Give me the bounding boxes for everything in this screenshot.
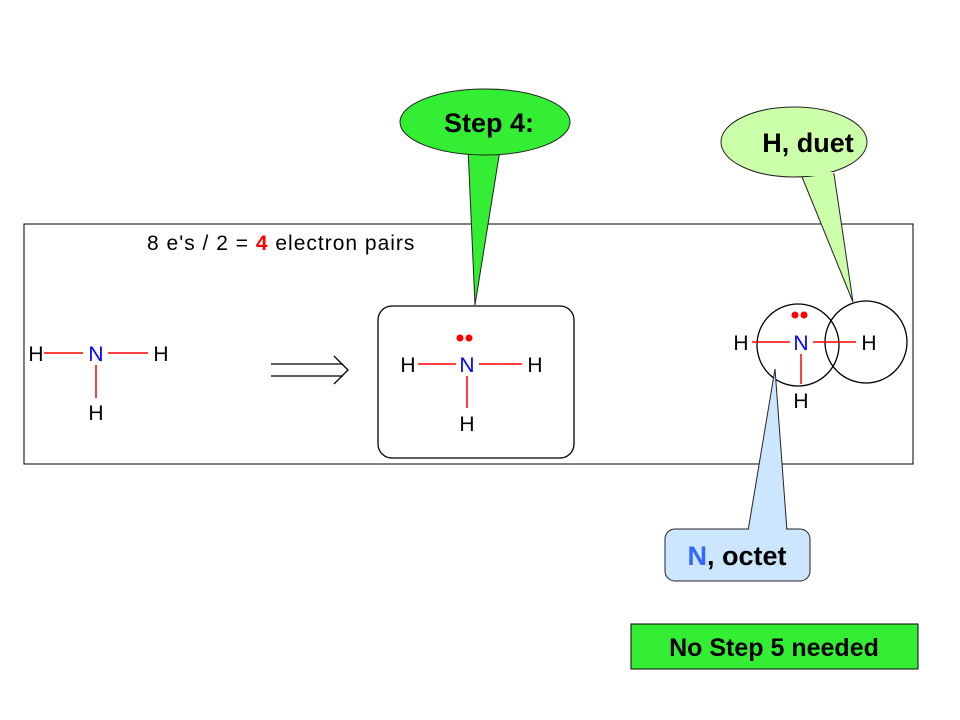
lone-pair-dot — [800, 311, 808, 319]
atom-h-bottom: H — [793, 390, 808, 413]
result-badge-label: No Step 5 needed — [669, 634, 879, 662]
atom-h-left: H — [28, 343, 43, 366]
duet-label: H, duet — [762, 128, 854, 158]
lone-pair-dot — [791, 311, 799, 319]
lone-pair-dot — [456, 334, 464, 342]
formula-part-2: electron pairs — [269, 232, 416, 255]
octet-label: N, octet — [687, 541, 786, 571]
molecule-left: H N H H — [28, 343, 168, 425]
implies-arrow — [271, 355, 349, 385]
atom-h-left: H — [733, 332, 748, 355]
atom-h-left: H — [400, 354, 415, 377]
octet-text: , octet — [707, 541, 787, 571]
atom-n-center: N — [459, 354, 474, 377]
octet-symbol: N — [687, 541, 707, 571]
formula-highlight: 4 — [256, 232, 269, 255]
atom-h-bottom: H — [88, 402, 103, 425]
electron-pair-formula: 8 e's / 2 = 4 electron pairs — [147, 232, 415, 255]
atom-h-right: H — [861, 332, 876, 355]
step4-callout: Step 4: — [399, 88, 571, 306]
formula-part-1: 8 e's / 2 = — [147, 232, 256, 255]
octet-callout: N, octet — [664, 368, 811, 582]
lone-pair-dot — [465, 334, 473, 342]
content-frame — [23, 223, 914, 465]
atom-n-center: N — [793, 332, 808, 355]
atom-n-center: N — [88, 343, 103, 366]
duet-callout: H, duet — [720, 106, 868, 303]
molecule-right: H N H H — [733, 300, 908, 413]
atom-h-bottom: H — [459, 413, 474, 436]
result-badge: No Step 5 needed — [630, 623, 919, 670]
atom-h-right: H — [527, 354, 542, 377]
middle-molecule-box — [377, 305, 575, 459]
molecule-middle: H N H H — [400, 334, 543, 436]
octet-circle — [756, 303, 840, 387]
atom-h-right: H — [153, 343, 168, 366]
step4-label: Step 4: — [444, 108, 534, 138]
